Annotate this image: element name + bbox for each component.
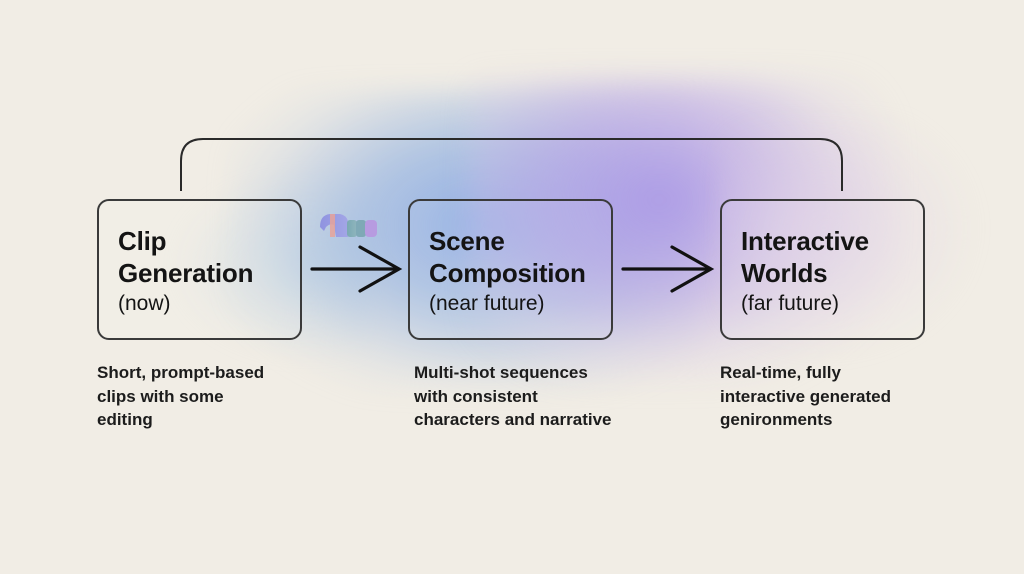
stage-title-line: Scene — [429, 226, 505, 256]
stage-timeframe: (now) — [118, 292, 171, 315]
stage-timeframe: (near future) — [429, 292, 545, 315]
stage-timeframe: (far future) — [741, 292, 840, 315]
description-line: editing — [97, 410, 153, 429]
arrow-right-icon — [310, 245, 403, 293]
stage-description-clip-generation: Short, prompt-based clips with some edit… — [97, 361, 337, 432]
description-line: Short, prompt-based — [97, 363, 265, 382]
stage-title-line: Clip — [118, 226, 167, 256]
description-line: with consistent — [414, 386, 538, 406]
stage-box-scene-composition: Scene Composition (near future) — [408, 199, 613, 340]
stage-box-clip-generation: Clip Generation (now) — [97, 199, 302, 340]
stage-title-line: Generation — [118, 258, 254, 288]
arrow-right-icon — [621, 245, 715, 293]
stage-title-line: Composition — [429, 258, 586, 288]
description-line: clips with some — [97, 386, 224, 406]
description-line: characters and narrative — [414, 410, 612, 429]
description-line: genironments — [720, 410, 833, 429]
stage-title: Clip Generation — [118, 225, 300, 289]
stage-box-interactive-worlds: Interactive Worlds (far future) — [720, 199, 925, 340]
stage-title-line: Interactive — [741, 226, 869, 256]
description-line: Multi-shot sequences — [414, 363, 588, 382]
stage-title-line: Worlds — [741, 258, 828, 288]
stage-description-scene-composition: Multi-shot sequences with consistent cha… — [414, 361, 654, 432]
description-line: Real-time, fully — [720, 363, 841, 382]
stage-title: Interactive Worlds — [741, 225, 923, 289]
description-line: interactive generated — [720, 386, 892, 406]
stage-description-interactive-worlds: Real-time, fully interactive generated g… — [720, 361, 960, 432]
gradient-logo-icon — [320, 214, 377, 237]
stage-title: Scene Composition — [429, 225, 611, 289]
overarching-connector-line — [180, 138, 843, 191]
